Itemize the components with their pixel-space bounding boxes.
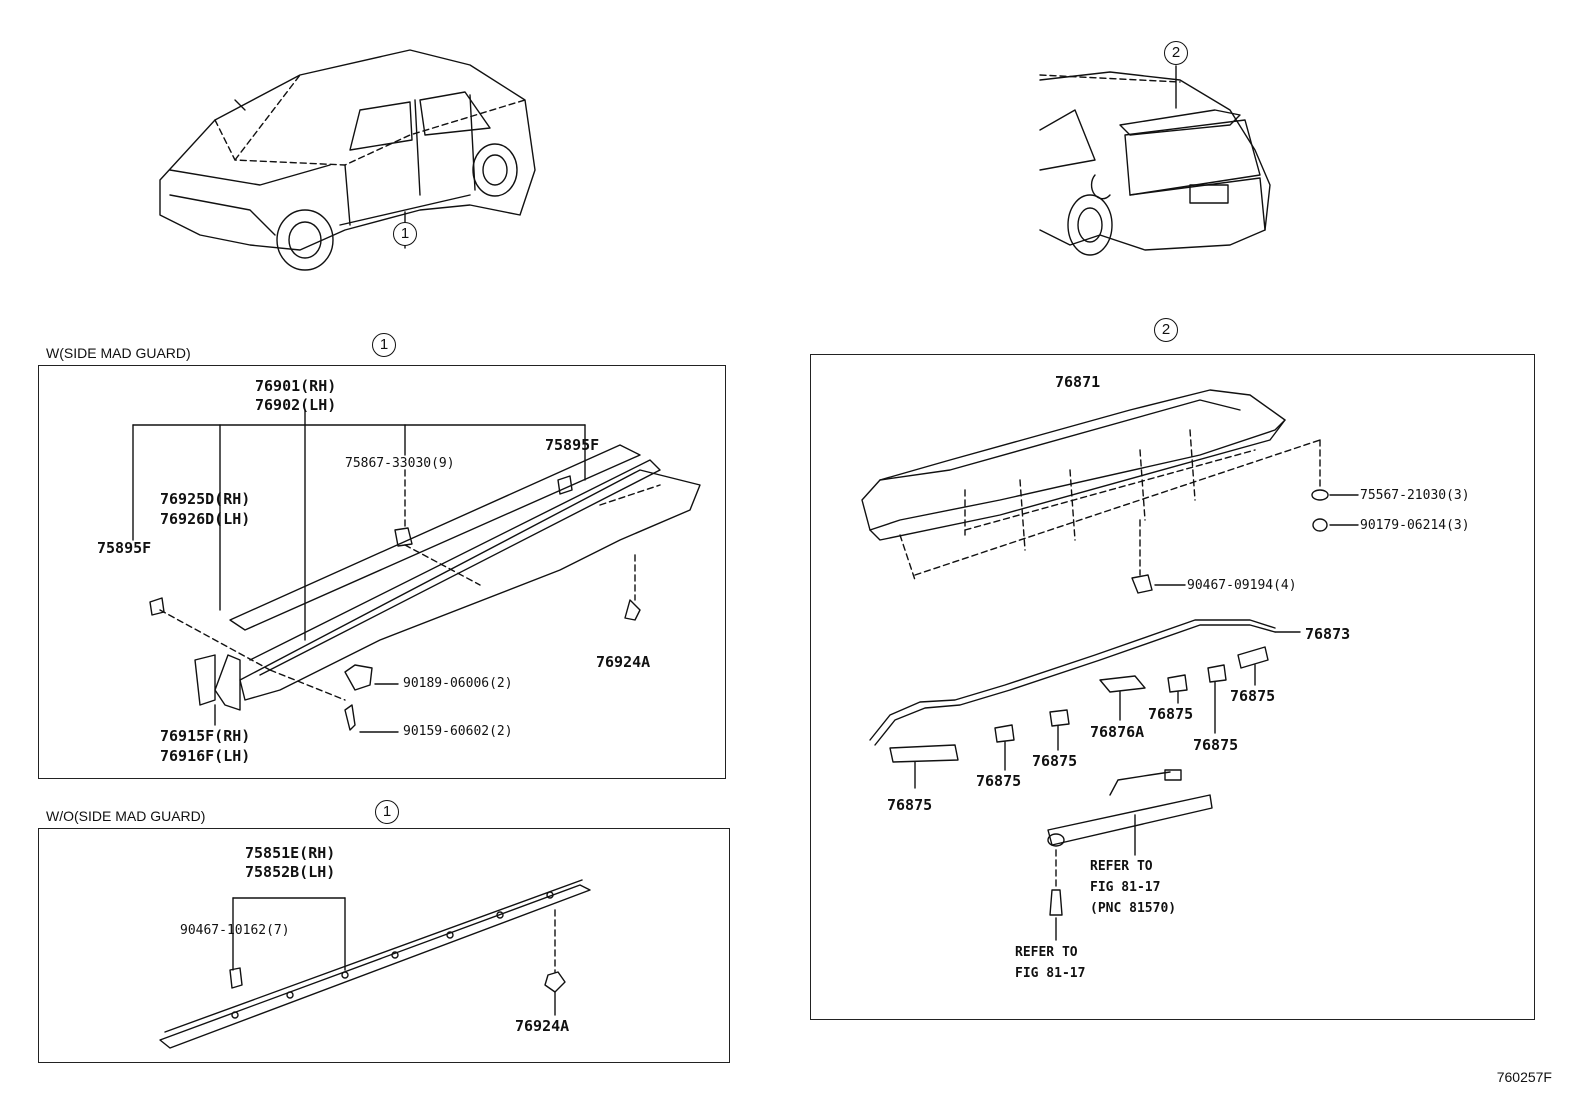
label-76924a-bottom[interactable]: 76924A [515, 1017, 570, 1035]
box-spoiler [810, 354, 1535, 1020]
section-title-with-guard: W(SIDE MAD GUARD) [46, 345, 191, 361]
label-75895f-right[interactable]: 75895F [545, 436, 600, 454]
section-title-without-guard: W/O(SIDE MAD GUARD) [46, 808, 206, 824]
label-76873[interactable]: 76873 [1305, 625, 1351, 643]
label-75851e[interactable]: 75851E(RH) [245, 844, 336, 862]
label-76924a-top[interactable]: 76924A [596, 653, 651, 671]
label-90467-10162[interactable]: 90467-10162(7) [180, 923, 290, 938]
spoiler-drawing [861, 389, 1359, 941]
label-76915f[interactable]: 76915F(RH) [160, 727, 251, 745]
label-76925d[interactable]: 76925D(RH) [160, 490, 251, 508]
box-with-guard [38, 365, 726, 779]
refer-stop-lamp-line2[interactable]: FIG 81-17 [1090, 880, 1161, 895]
label-76875-e[interactable]: 76875 [976, 772, 1022, 790]
label-76876a[interactable]: 76876A [1090, 723, 1145, 741]
figure-code: 760257F [1496, 1069, 1552, 1085]
box-without-guard [38, 828, 730, 1063]
callout-1-car[interactable]: 1 [393, 222, 417, 246]
label-76902[interactable]: 76902(LH) [255, 396, 337, 414]
label-75867[interactable]: 75867-33030(9) [345, 456, 455, 471]
label-76875-f[interactable]: 76875 [887, 796, 933, 814]
label-76926d[interactable]: 76926D(LH) [160, 510, 251, 528]
callout-1-section: 1 [372, 333, 396, 357]
label-76875-c[interactable]: 76875 [1193, 736, 1239, 754]
label-76875-a[interactable]: 76875 [1230, 687, 1276, 705]
refer-screw-line1[interactable]: REFER TO [1015, 945, 1078, 960]
label-75567[interactable]: 75567-21030(3) [1360, 488, 1470, 503]
car-front-view [159, 49, 536, 271]
car-rear-view [1039, 65, 1271, 256]
label-90467-09194[interactable]: 90467-09194(4) [1187, 578, 1297, 593]
callout-1-section-b: 1 [375, 800, 399, 824]
label-76875-d[interactable]: 76875 [1032, 752, 1078, 770]
label-76901[interactable]: 76901(RH) [255, 377, 337, 395]
label-76871[interactable]: 76871 [1055, 373, 1101, 391]
label-90189[interactable]: 90189-06006(2) [403, 676, 513, 691]
label-75852b[interactable]: 75852B(LH) [245, 863, 336, 881]
callout-2-car[interactable]: 2 [1164, 41, 1188, 65]
refer-stop-lamp-line1[interactable]: REFER TO [1090, 859, 1153, 874]
label-90179[interactable]: 90179-06214(3) [1360, 518, 1470, 533]
side-molding-drawing [159, 879, 591, 1049]
callout-2-section: 2 [1154, 318, 1178, 342]
refer-screw-line2[interactable]: FIG 81-17 [1015, 966, 1086, 981]
refer-stop-lamp-line3[interactable]: (PNC 81570) [1090, 901, 1177, 916]
label-90159[interactable]: 90159-60602(2) [403, 724, 513, 739]
rocker-panel-drawing [132, 409, 701, 733]
label-76875-b[interactable]: 76875 [1148, 705, 1194, 723]
label-76916f[interactable]: 76916F(LH) [160, 747, 251, 765]
label-75895f-left[interactable]: 75895F [97, 539, 152, 557]
